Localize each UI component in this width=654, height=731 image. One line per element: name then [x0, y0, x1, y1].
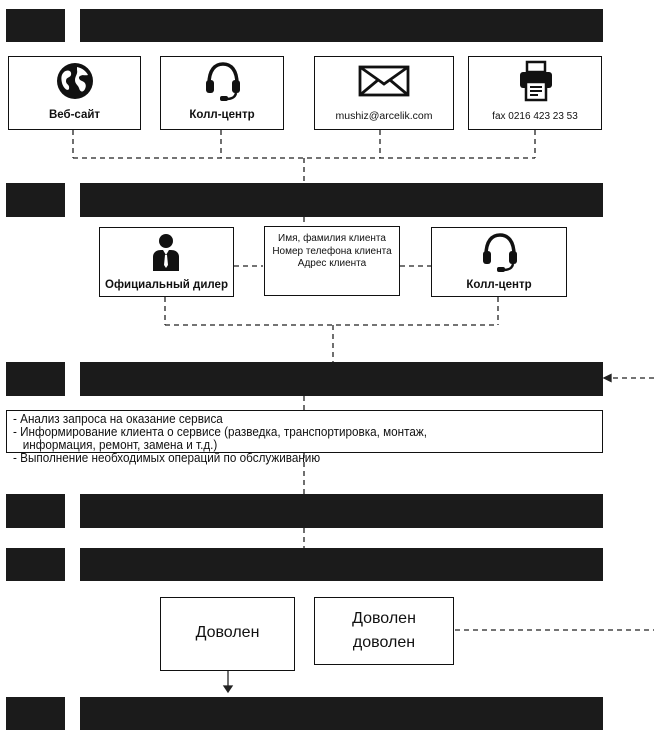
dealer-label: Официальный дилер	[105, 279, 228, 291]
client-info-line: Имя, фамилия клиента	[278, 233, 386, 244]
dealer-box: Официальный дилер	[99, 227, 234, 297]
headset-icon	[483, 233, 517, 272]
website-box: Веб-сайт	[8, 56, 141, 130]
step-6-title-bar	[80, 697, 603, 730]
callcenter-box: Колл-центр	[160, 56, 284, 130]
step-5-number-bar	[6, 548, 65, 581]
step-3-title-bar	[80, 362, 603, 396]
outcome-not-satisfied-box: Доволен доволен	[314, 597, 454, 665]
service-step: - Информирование клиента о сервисе (разв…	[13, 424, 427, 439]
step-2-number-bar	[6, 183, 65, 217]
fax-box: fax 0216 423 23 53	[468, 56, 602, 130]
globe-icon	[57, 63, 93, 99]
envelope-icon	[358, 65, 410, 97]
service-steps-list: - Анализ запроса на оказание сервиса - И…	[13, 412, 427, 464]
client-info-box: Имя, фамилия клиента Номер телефона клие…	[264, 226, 400, 296]
step-4-title-bar	[80, 494, 603, 528]
callcenter-label: Колл-центр	[189, 109, 255, 121]
fax-label: fax 0216 423 23 53	[492, 111, 578, 122]
fax-icon	[520, 60, 552, 102]
routing-callcenter-label: Колл-центр	[466, 279, 532, 291]
step-2-title-bar	[80, 183, 603, 217]
person-icon	[153, 234, 179, 271]
step-5-title-bar	[80, 548, 603, 581]
outcome-satisfied-box: Доволен	[160, 597, 295, 671]
client-info-line: Номер телефона клиента	[272, 245, 392, 257]
client-info-text: Имя, фамилия клиента Номер телефона клие…	[265, 233, 399, 271]
step-3-number-bar	[6, 362, 65, 396]
service-step: - Выполнение необходимых операций по обс…	[13, 450, 321, 465]
step-4-number-bar	[6, 494, 65, 528]
email-label: mushiz@arcelik.com	[335, 110, 433, 122]
email-box: mushiz@arcelik.com	[314, 56, 454, 130]
client-info-line: Адрес клиента	[297, 258, 367, 269]
service-step: - Анализ запроса на оказание сервиса	[13, 411, 223, 426]
outcome-satisfied-label: Доволен	[195, 624, 260, 641]
step-1-title-bar	[80, 9, 603, 42]
headset-icon	[206, 62, 240, 101]
outcome-not-satisfied-line2: доволен	[352, 634, 416, 651]
service-step: информация, ремонт, замена и т.д.)	[13, 437, 218, 452]
step-6-number-bar	[6, 697, 65, 730]
outcome-not-satisfied-line1: Доволен	[352, 610, 416, 627]
routing-callcenter-box: Колл-центр	[431, 227, 567, 297]
service-steps-box: - Анализ запроса на оказание сервиса - И…	[6, 410, 603, 464]
step-1-number-bar	[6, 9, 65, 42]
website-label: Веб-сайт	[48, 109, 101, 121]
